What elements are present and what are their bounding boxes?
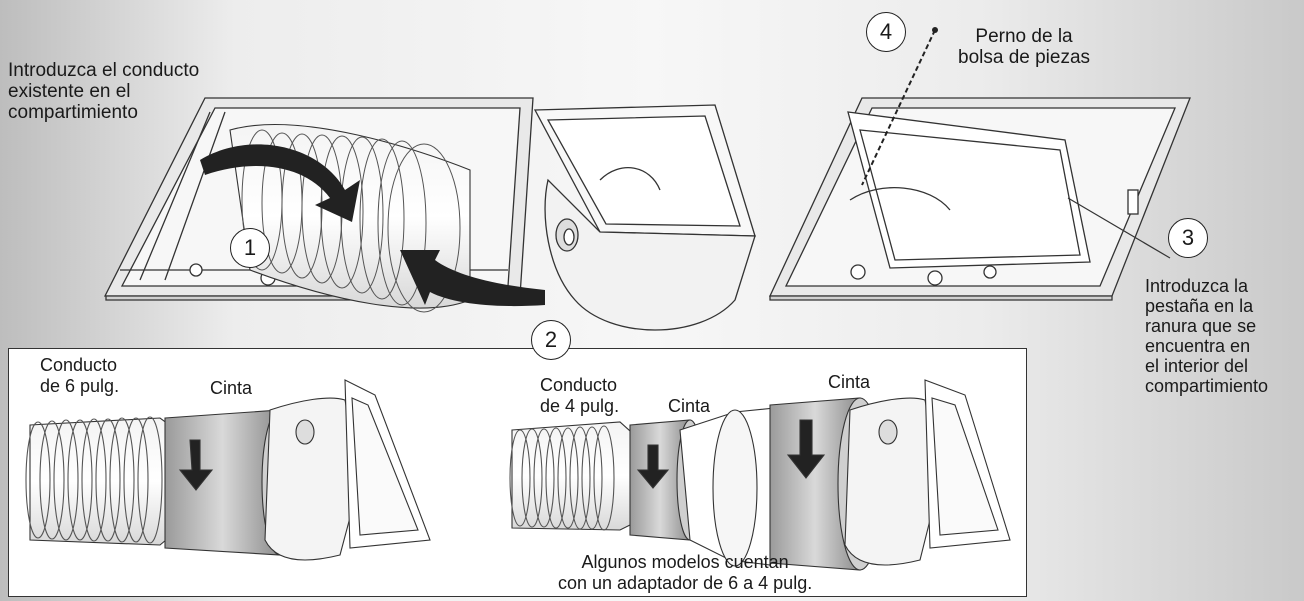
- step-marker-4: 4: [866, 12, 906, 52]
- insert-tab-label: Introduzca la pestaña en la ranura que s…: [1145, 276, 1269, 396]
- step-marker-1: 1: [230, 228, 270, 268]
- step-marker-3: 3: [1168, 218, 1208, 258]
- tape-label-middle: Cinta: [668, 396, 711, 416]
- insert-arrow-lower: [400, 250, 545, 307]
- duct-6in-assembly: [25, 379, 431, 561]
- duct-6in-label: Conducto de 6 pulg.: [40, 355, 120, 396]
- bolt-label: Perno de la bolsa de piezas: [958, 26, 1091, 68]
- step-marker-2: 2: [531, 320, 571, 360]
- duct-4in-assembly: [509, 379, 1011, 571]
- adapter-note: Algunos modelos cuentan con un adaptador…: [558, 552, 813, 593]
- insert-arrow-upper: [200, 144, 360, 222]
- insert-duct-label: Introduzca el conducto existente en el c…: [8, 60, 200, 123]
- tab-leader-line: [1067, 197, 1171, 259]
- tape-label-right: Cinta: [828, 372, 871, 392]
- bolt-dashed-line: [861, 29, 936, 186]
- bolt-tip: [932, 27, 938, 33]
- fan-housing-right: [768, 97, 1191, 301]
- tape-label-left: Cinta: [210, 378, 253, 398]
- duct-4in-label: Conducto de 4 pulg.: [540, 375, 620, 416]
- duct-adapter: [533, 104, 756, 331]
